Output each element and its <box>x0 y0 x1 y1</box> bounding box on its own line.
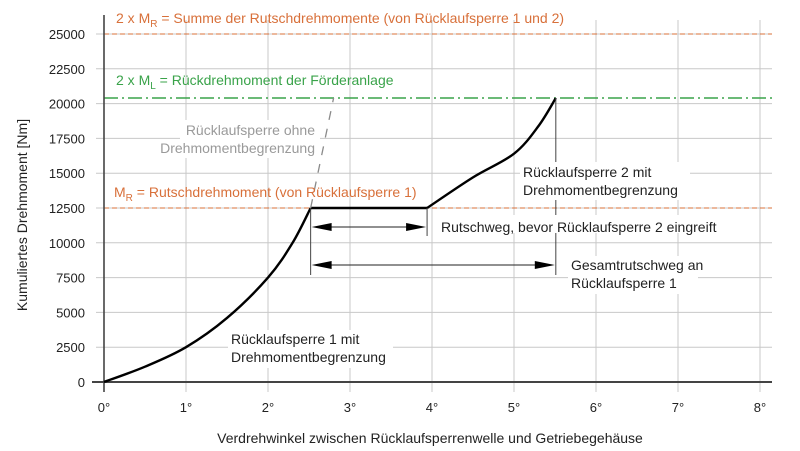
arrowhead-left-icon <box>311 261 332 269</box>
y-tick-label: 25000 <box>49 27 85 42</box>
rs1-annotation: Rücklaufsperre 1 mit Drehmomentbegrenzun… <box>228 330 393 368</box>
ref-slip-label: MR = Rutschdrehmoment (von Rücklaufsperr… <box>114 184 417 204</box>
data-curves <box>103 97 557 384</box>
torque-curve <box>103 207 312 384</box>
y-tick-label: 2500 <box>56 340 85 355</box>
reference-lines <box>104 33 772 209</box>
y-tick-label: 5000 <box>56 305 85 320</box>
svg-text:Rücklaufsperre 1: Rücklaufsperre 1 <box>571 275 677 291</box>
y-tick-label: 7500 <box>56 271 85 286</box>
svg-text:Rücklaufsperre 1 mit: Rücklaufsperre 1 mit <box>231 331 359 347</box>
svg-text:Drehmomentbegrenzung: Drehmomentbegrenzung <box>523 182 678 198</box>
arrowhead-right-icon <box>406 223 427 231</box>
x-tick-label: 1° <box>180 400 192 415</box>
y-tick-label: 12500 <box>49 201 85 216</box>
axes: 0 2500 5000 7500 10000 12500 15000 17500 20000 22… <box>49 15 772 415</box>
y-tick-label: 15000 <box>49 166 85 181</box>
y-tick-label: 10000 <box>49 236 85 251</box>
svg-text:Rücklaufsperre 2 mit: Rücklaufsperre 2 mit <box>523 164 651 180</box>
x-tick-label: 4° <box>426 400 438 415</box>
torque-curve <box>426 97 557 209</box>
x-tick-label: 3° <box>344 400 356 415</box>
y-tick-label: 0 <box>78 375 85 390</box>
arrowhead-left-icon <box>311 223 332 231</box>
no-limit-annotation: Rücklaufsperre ohne Drehmomentbegrenzung <box>160 120 320 158</box>
svg-text:Gesamtrutschweg an: Gesamtrutschweg an <box>571 257 703 273</box>
svg-text:Drehmomentbegrenzung: Drehmomentbegrenzung <box>231 349 386 365</box>
ref-sum-label: 2 x MR = Summe der Rutschdrehmomente (vo… <box>116 10 564 30</box>
y-tick-label: 22500 <box>49 62 85 77</box>
svg-text:Rücklaufsperre ohne: Rücklaufsperre ohne <box>186 122 315 138</box>
y-axis-label: Kumuliertes Drehmoment [Nm] <box>14 119 30 311</box>
x-tick-label: 2° <box>262 400 274 415</box>
rs2-annotation: Rücklaufsperre 2 mit Drehmomentbegrenzun… <box>520 162 690 200</box>
x-tick-label: 5° <box>508 400 520 415</box>
x-tick-label: 7° <box>672 400 684 415</box>
arrowhead-right-icon <box>534 261 555 269</box>
slip-before-annotation: Rutschweg, bevor Rücklaufsperre 2 eingre… <box>438 215 718 235</box>
x-tick-label: 0° <box>98 400 110 415</box>
y-tick-label: 20000 <box>49 97 85 112</box>
svg-text:Drehmomentbegrenzung: Drehmomentbegrenzung <box>160 140 315 156</box>
svg-text:Rutschweg, bevor Rücklaufsperr: Rutschweg, bevor Rücklaufsperre 2 eingre… <box>441 219 717 235</box>
no-limit-curve <box>310 97 335 209</box>
y-tick-label: 17500 <box>49 131 85 146</box>
ref-load-label: 2 x ML = Rückdrehmoment der Förderanlage <box>116 72 394 92</box>
total-slip-annotation: Gesamtrutschweg an Rücklaufsperre 1 <box>568 256 703 294</box>
x-tick-label: 8° <box>754 400 766 415</box>
x-axis-label: Verdrehwinkel zwischen Rücklaufsperrenwe… <box>217 430 643 446</box>
x-tick-label: 6° <box>590 400 602 415</box>
